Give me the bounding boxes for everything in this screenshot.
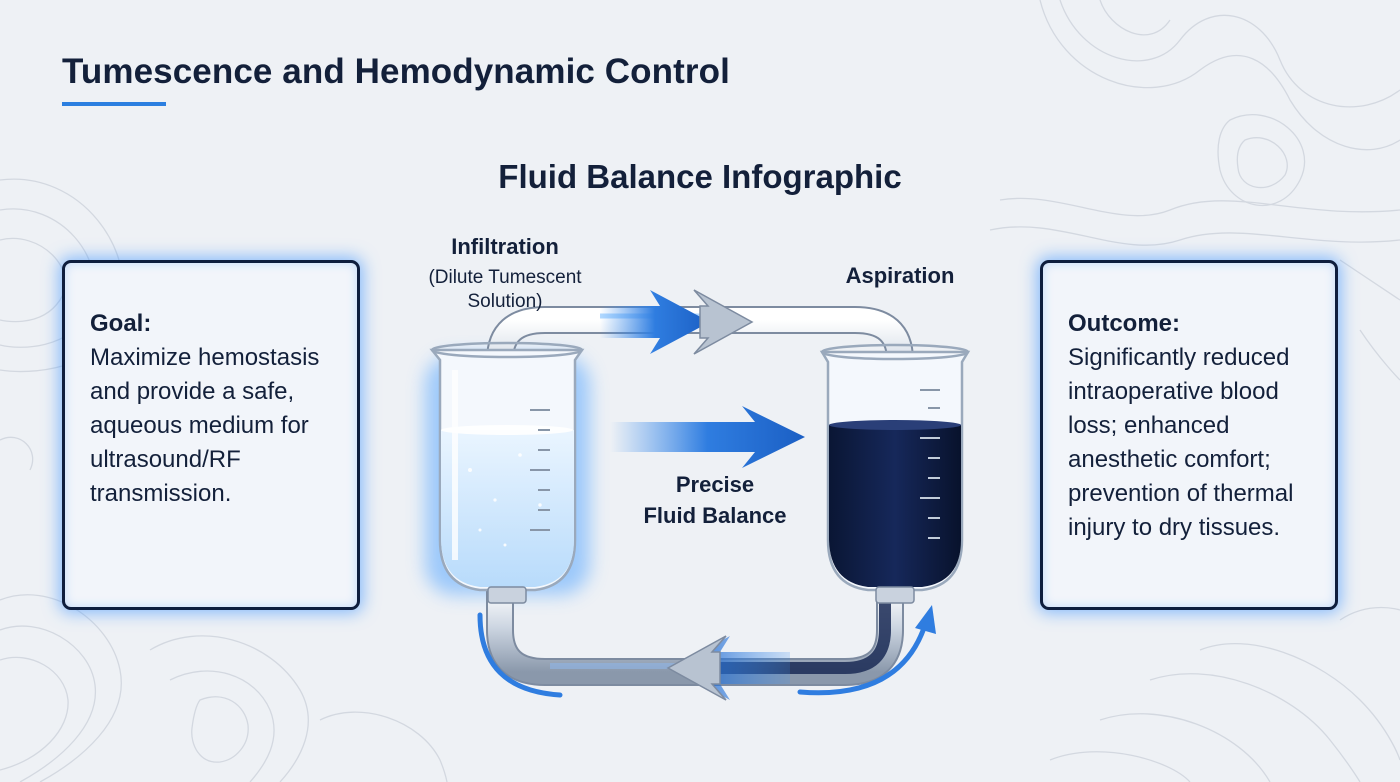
goal-body: Maximize hemostasis and provide a safe, … [90,344,320,507]
left-swoosh-arrow-icon [477,612,563,698]
infiltration-beaker-icon [429,341,585,604]
outcome-heading: Outcome: [1068,310,1181,337]
outcome-body: Significantly reduced intraoperative blo… [1068,344,1294,541]
fluid-balance-label-line2: Fluid Balance [643,503,787,528]
aspiration-label: Aspiration [845,263,955,288]
fluid-balance-label-line1: Precise [675,472,755,497]
top-flow-arrow-icon [600,289,754,355]
infiltration-label: Infiltration [451,234,559,259]
middle-flow-arrow-icon [610,406,805,468]
aspiration-beaker-icon [819,343,971,604]
right-swoosh-arrowhead [915,605,936,634]
right-swoosh-arrow-icon [797,622,928,696]
title-underline [62,102,166,106]
infiltration-sublabel: (Dilute Tumescent Solution) [428,267,582,312]
bottom-flow-arrow-icon [666,635,790,701]
page-title: Tumescence and Hemodynamic Control [62,52,730,91]
fluid-balance-label: Precise Fluid Balance [600,469,830,531]
infographic-title: Fluid Balance Infographic [498,158,902,195]
goal-heading: Goal: [90,310,152,337]
goal-box: Goal: Maximize hemostasis and provide a … [62,260,360,610]
outcome-box: Outcome: Significantly reduced intraoper… [1040,260,1338,610]
